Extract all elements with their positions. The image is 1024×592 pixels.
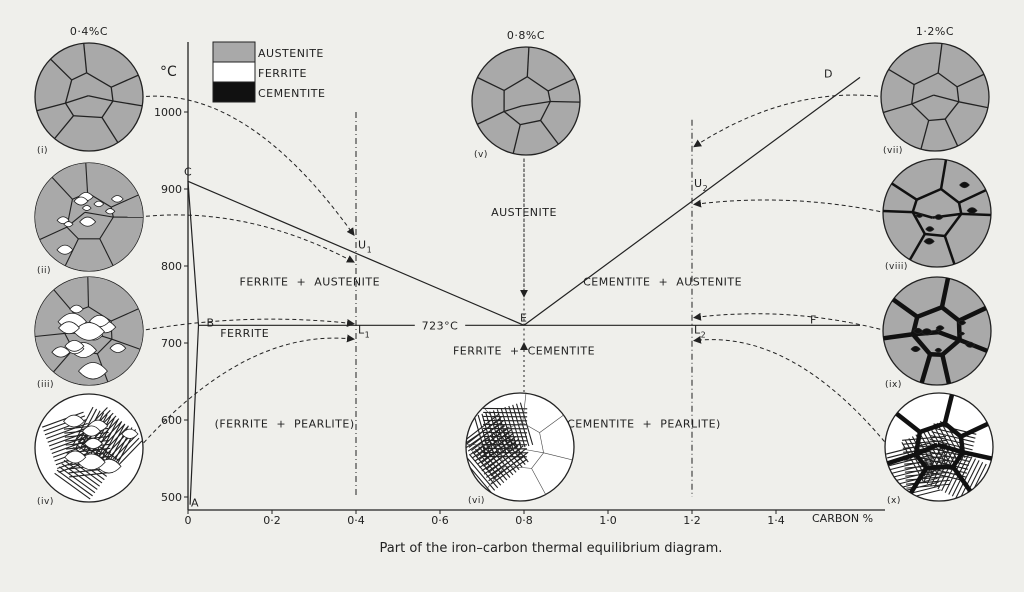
point-letter: F: [810, 313, 817, 326]
micrograph-disc: [883, 159, 991, 267]
micrograph-x: (x): [882, 389, 997, 506]
micrograph-composition: 0·4%C: [70, 25, 108, 38]
micrograph-arrow-ix: [694, 314, 887, 331]
point-subscript: 1: [365, 330, 371, 339]
micrograph-label: (iii): [37, 380, 54, 390]
micrograph-arrow-iv: [139, 338, 354, 448]
micrograph-arrow-viii: [694, 200, 887, 213]
point-letter: A: [191, 497, 199, 510]
point-subscript: 2: [703, 184, 709, 193]
legend-swatch-cementite: [213, 82, 255, 102]
point-label-b: B: [207, 316, 215, 329]
y-ticks: 500 600 700 800 900 1000: [154, 106, 188, 504]
point-letter: D: [824, 67, 833, 80]
micrograph-vii: (vii) 1·2%C: [878, 25, 993, 156]
phase-particle: [958, 320, 966, 324]
micrograph-arrow-vii: [694, 95, 885, 147]
y-tick-label: 900: [161, 183, 182, 196]
figure-caption: Part of the iron–carbon thermal equilibr…: [380, 541, 723, 556]
eutectoid-temperature: 723°C: [422, 319, 459, 332]
micrograph-arrow-x: [694, 340, 889, 447]
x-tick-label: 0·2: [263, 514, 281, 527]
x-tick-label: 0·4: [347, 514, 365, 527]
micrograph-disc: [472, 47, 580, 155]
micrograph-label: (vii): [883, 146, 903, 156]
point-label-e: E: [520, 311, 527, 324]
point-label-a: A: [191, 497, 199, 510]
y-tick-label: 800: [161, 260, 182, 273]
region-label: CEMENTITE + AUSTENITE: [583, 275, 742, 288]
x-tick-label: 0·8: [515, 514, 533, 527]
micrograph-ix: (ix): [878, 273, 992, 390]
point-label-d: D: [824, 67, 833, 80]
micrograph-viii: (viii): [878, 154, 997, 272]
region-label: (FERRITE + PEARLITE): [215, 418, 355, 431]
micrograph-disc: [881, 43, 989, 151]
point-label-u1: U1: [358, 238, 372, 254]
region-label: FERRITE + AUSTENITE: [240, 275, 381, 288]
legend-label-austenite: AUSTENITE: [258, 47, 324, 60]
legend-label-ferrite: FERRITE: [258, 67, 307, 80]
micrograph-iii: (iii): [30, 272, 145, 390]
phase-particle: [916, 214, 923, 218]
phase-particle: [935, 348, 942, 352]
legend-label-cementite: CEMENTITE: [258, 87, 325, 100]
micrograph-label: (vi): [468, 496, 485, 506]
point-letter: E: [520, 311, 527, 324]
x-tick-label: 1·4: [767, 514, 785, 527]
x-axis-unit: CARBON %: [812, 512, 873, 525]
region-label: FERRITE: [220, 327, 269, 340]
point-letter: B: [207, 316, 215, 329]
point-label-u2: U2: [694, 177, 708, 193]
micrograph-label: (x): [887, 496, 901, 506]
micrograph-composition: 0·8%C: [507, 29, 545, 42]
x-tick-label: 1·2: [683, 514, 701, 527]
micrograph-label: (viii): [885, 262, 908, 272]
micrograph-ii: (ii): [35, 158, 148, 276]
phase-particle: [959, 332, 964, 335]
legend: AUSTENITE FERRITE CEMENTITE: [213, 42, 325, 102]
y-tick-label: 600: [161, 414, 182, 427]
point-letter: U: [694, 177, 703, 190]
micrograph-vi: (vi): [461, 388, 578, 506]
point-label-f: F: [810, 313, 817, 326]
grain-boundary: [926, 467, 953, 468]
micrograph-label: (iv): [37, 497, 54, 507]
micrograph-composition: 1·2%C: [916, 25, 954, 38]
micrograph-v: (v) 0·8%C: [472, 29, 585, 160]
micrograph-label: (ix): [885, 380, 902, 390]
y-tick-label: 1000: [154, 106, 182, 119]
x-ticks: 0 0·2 0·4 0·6 0·8 1·0 1·2 1·4: [185, 510, 785, 527]
micrograph-label: (ii): [37, 266, 51, 276]
point-label-c: C: [184, 165, 192, 178]
phase-particle: [926, 227, 934, 232]
micrograph-label: (v): [474, 150, 488, 160]
point-letter: U: [358, 238, 367, 251]
x-tick-label: 1·0: [599, 514, 617, 527]
y-tick-label: 500: [161, 491, 182, 504]
micrograph-label: (i): [37, 146, 48, 156]
point-letter: C: [184, 165, 192, 178]
micrograph-i: (i) 0·4%C: [32, 25, 148, 156]
micrograph-structure: [35, 158, 148, 271]
point-subscript: 1: [367, 245, 373, 254]
region-label: (CEMENTITE + PEARLITE): [562, 418, 721, 431]
ferrite-solvus-line: [188, 181, 199, 504]
y-tick-label: 700: [161, 337, 182, 350]
x-tick-label: 0·6: [431, 514, 449, 527]
x-tick-label: 0: [185, 514, 192, 527]
legend-swatch-austenite: [213, 42, 255, 62]
micrograph-iv: (iv): [35, 394, 143, 507]
y-axis-unit: °C: [160, 64, 177, 80]
point-subscript: 2: [701, 330, 707, 339]
phase-particle: [936, 326, 944, 330]
legend-swatch-ferrite: [213, 62, 255, 82]
